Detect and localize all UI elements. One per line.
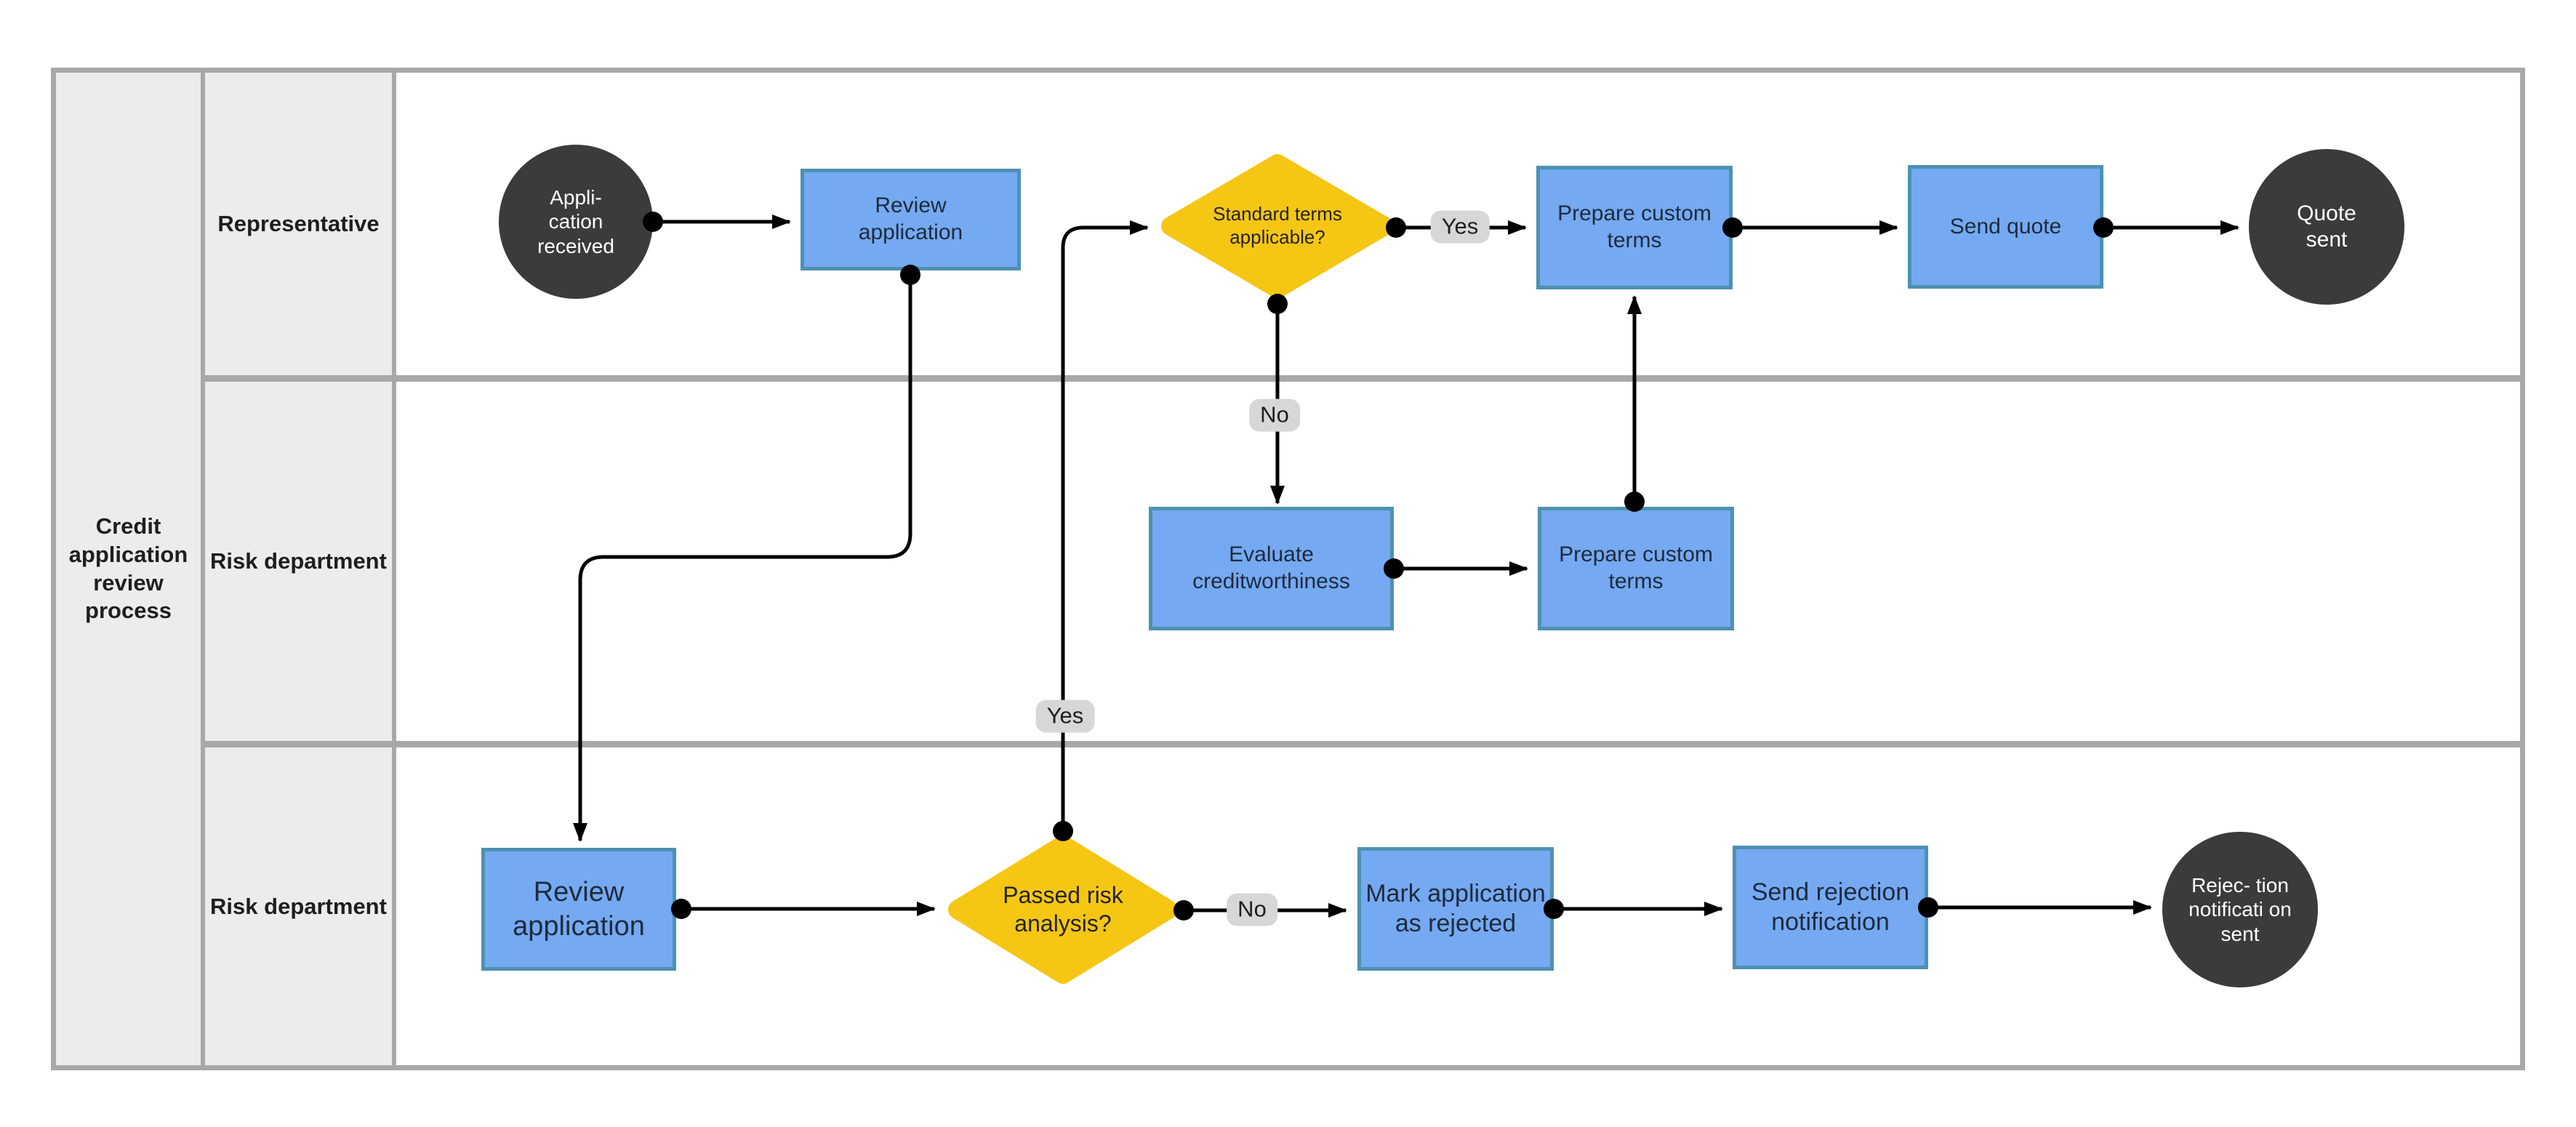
lane-label-text: Risk department [210,893,387,919]
task-review-application-2[interactable]: Review application [481,848,676,971]
node-label: Standard terms applicable? [1213,203,1342,248]
task-evaluate-creditworthiness[interactable]: Evaluate creditworthiness [1149,507,1394,630]
lane-label-column [205,73,396,1065]
lane-separator-1 [205,375,2520,382]
edge-label-text: No [1237,896,1267,922]
lane-label-text: Risk department [210,548,387,574]
lane-label-representative[interactable]: Representative [205,73,392,375]
task-mark-application-rejected[interactable]: Mark application as rejected [1357,847,1554,971]
start-event-application-received[interactable]: Appli- cation received [499,145,653,299]
task-send-quote[interactable]: Send quote [1908,165,2103,289]
edge-label-yes-1[interactable]: Yes [1430,210,1490,244]
pool-title: Credit application review process [68,513,188,624]
lane-separator-2 [205,741,2520,747]
node-label: Passed risk analysis? [1003,881,1123,937]
node-label: Review application [513,877,645,942]
edge-label-no-2[interactable]: No [1227,893,1277,926]
node-label: Prepare custom terms [1557,201,1712,252]
lane-label-risk-department-2[interactable]: Risk department [205,747,392,1065]
node-label: Review application [858,193,963,244]
task-review-application-1[interactable]: Review application [801,169,1021,270]
task-prepare-custom-terms-1[interactable]: Prepare custom terms [1536,166,1733,289]
diamond-shape [1161,154,1394,298]
node-label: Mark application as rejected [1365,879,1546,937]
edge-label-text: No [1260,401,1289,428]
edge-label-text: Yes [1441,213,1479,239]
end-event-rejection-notification-sent[interactable]: Rejec- tion notificati on sent [2162,832,2318,987]
decision-standard-terms-applicable[interactable]: Standard terms applicable? [1159,152,1396,300]
task-prepare-custom-terms-2[interactable]: Prepare custom terms [1538,507,1734,630]
node-label: Send rejection notification [1751,878,1910,936]
node-label: Rejec- tion notificati on sent [2188,873,2292,945]
diamond-shape [948,835,1178,984]
node-label: Send quote [1949,214,2062,238]
task-send-rejection-notification[interactable]: Send rejection notification [1733,846,1928,969]
node-label: Prepare custom terms [1559,542,1713,593]
end-event-quote-sent[interactable]: Quote sent [2249,149,2404,305]
edge-label-yes-2[interactable]: Yes [1035,699,1095,733]
edge-label-text: Yes [1046,702,1084,729]
decision-passed-risk-analysis[interactable]: Passed risk analysis? [946,833,1180,986]
node-label: Appli- cation received [537,185,614,257]
lane-label-text: Representative [217,211,380,236]
node-label: Quote sent [2297,201,2356,252]
node-label: Evaluate creditworthiness [1192,542,1350,593]
lane-label-risk-department-1[interactable]: Risk department [205,382,392,741]
edge-label-no-1[interactable]: No [1249,398,1300,432]
pool-title-cell[interactable]: Credit application review process [56,73,205,1065]
